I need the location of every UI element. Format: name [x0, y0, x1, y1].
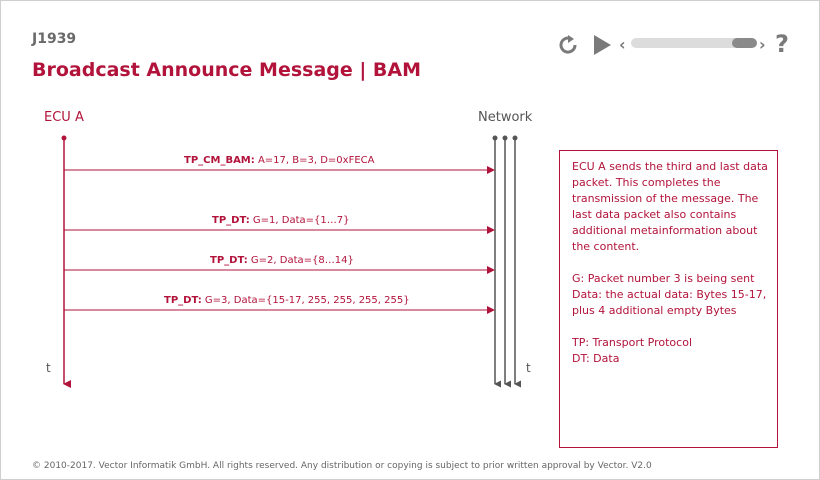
player-controls: ‹ › ? — [555, 30, 795, 60]
ecu-a-label: ECU A — [44, 110, 84, 125]
message-name: TP_DT: — [210, 255, 248, 266]
chevron-right-icon[interactable]: › — [759, 35, 766, 54]
message-label-dt3: TP_DT: G=3, Data={15-17, 255, 255, 255, … — [164, 295, 410, 306]
message-params: A=17, B=3, D=0xFECA — [257, 155, 375, 166]
info-box: ECU A sends the third and last data pack… — [559, 150, 778, 448]
message-params: G=1, Data={1…7} — [252, 215, 350, 226]
help-button[interactable]: ? — [775, 30, 789, 58]
copyright-footer: © 2010-2017. Vector Informatik GmbH. All… — [32, 461, 652, 471]
progress-slider[interactable] — [631, 38, 756, 48]
network-label: Network — [478, 110, 533, 125]
message-name: TP_DT: — [212, 215, 250, 226]
message-params: G=3, Data={15-17, 255, 255, 255, 255} — [204, 295, 410, 306]
network-lifelines — [492, 135, 521, 388]
message-params: G=2, Data={8…14} — [250, 255, 354, 266]
play-icon[interactable] — [591, 33, 613, 57]
replay-icon[interactable] — [555, 32, 581, 58]
message-label-dt1: TP_DT: G=1, Data={1…7} — [212, 215, 349, 226]
message-label-bam: TP_CM_BAM: A=17, B=3, D=0xFECA — [184, 155, 374, 166]
info-abbrev-tp: TP: Transport Protocol — [572, 336, 692, 349]
info-paragraph: G: Packet number 3 is being sent Data: t… — [572, 272, 767, 317]
message-name: TP_DT: — [164, 295, 202, 306]
slider-handle[interactable] — [732, 38, 757, 48]
time-axis-label-right: t — [526, 361, 531, 375]
time-axis-label-left: t — [46, 361, 51, 375]
info-paragraph: ECU A sends the third and last data pack… — [572, 160, 768, 253]
page-title: Broadcast Announce Message | BAM — [32, 59, 422, 81]
course-label: J1939 — [32, 31, 77, 47]
message-label-dt2: TP_DT: G=2, Data={8…14} — [210, 255, 354, 266]
info-abbrev-dt: DT: Data — [572, 352, 620, 365]
chevron-left-icon[interactable]: ‹ — [619, 35, 626, 54]
message-name: TP_CM_BAM: — [184, 155, 255, 166]
